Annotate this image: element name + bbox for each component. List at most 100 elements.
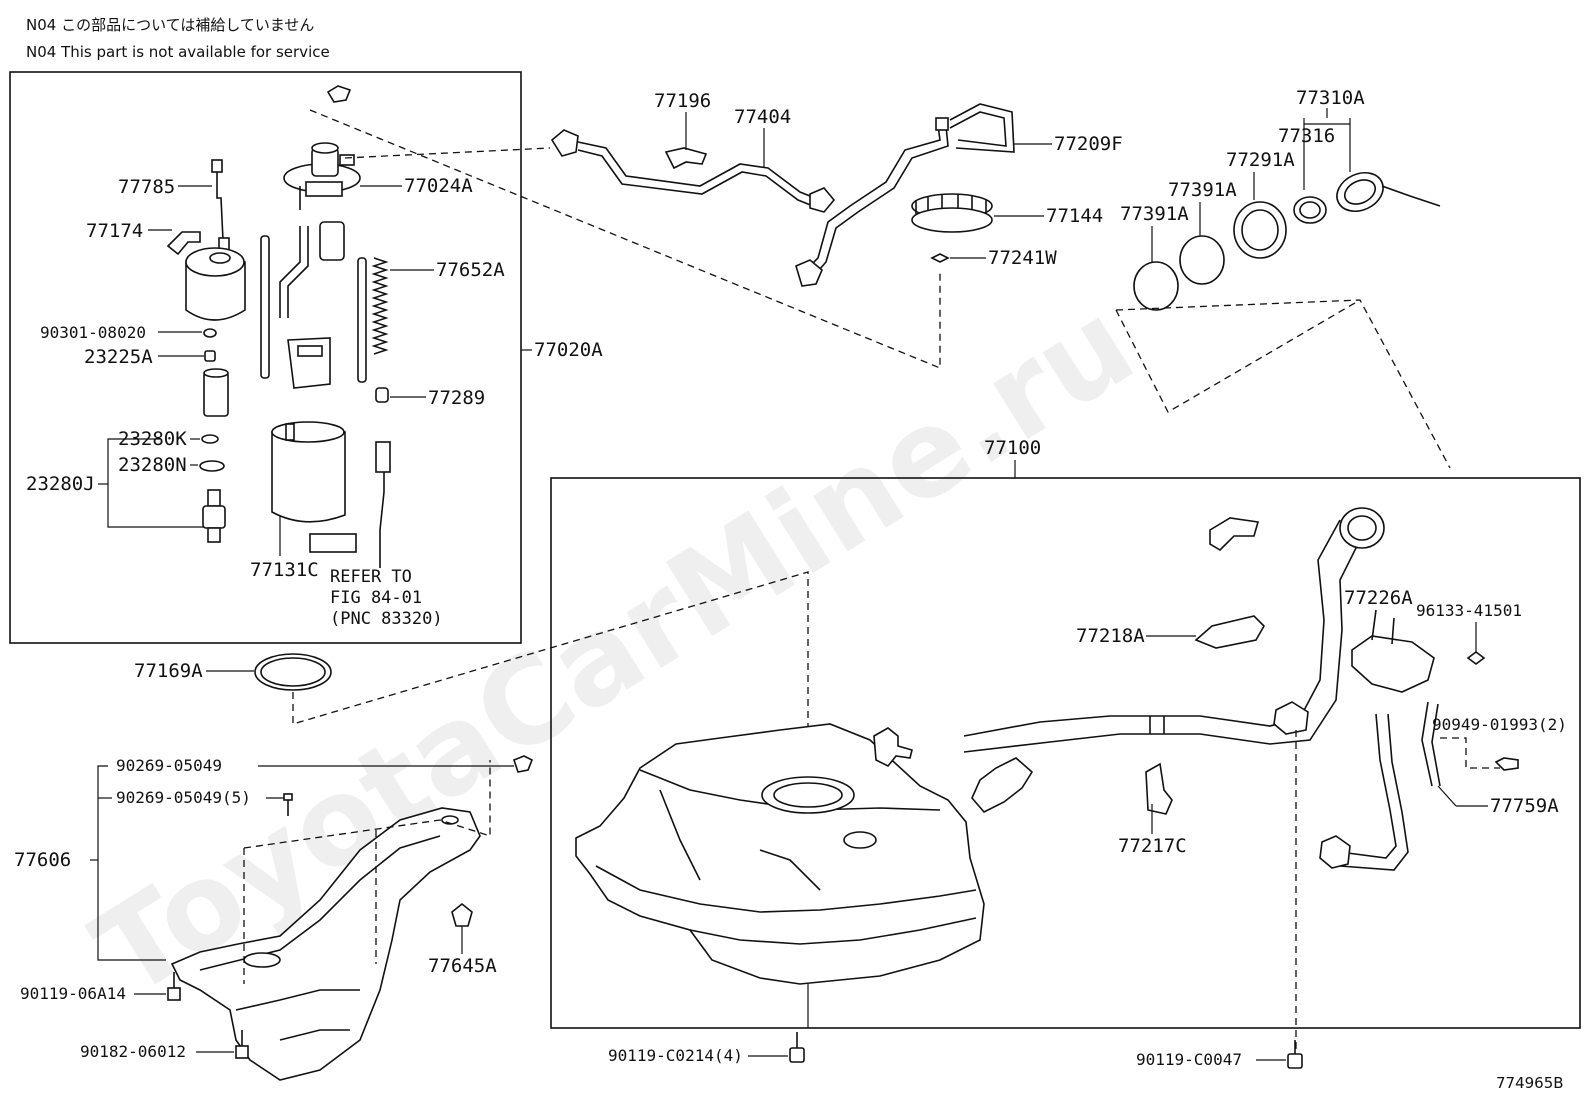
clip-part	[326, 85, 352, 103]
clip-77645A-part	[451, 902, 473, 927]
label-77174[interactable]: 77174	[86, 220, 143, 242]
fuel-pump-part	[203, 368, 229, 417]
label-77020A[interactable]: 77020A	[534, 339, 603, 361]
bracket-77217C-part	[1145, 762, 1173, 815]
bracket-part	[166, 231, 201, 256]
label-90269-05049-5[interactable]: 90269-05049(5)	[116, 788, 251, 807]
label-90269-05049[interactable]: 90269-05049	[116, 756, 222, 775]
screw-90269-part	[513, 755, 534, 773]
fuel-cap-part	[1336, 171, 1441, 213]
o-ring-large-part	[199, 460, 225, 472]
label-77144[interactable]: 77144	[1046, 205, 1103, 227]
sensor-wire-part	[211, 159, 230, 251]
nut-90182-part	[235, 1030, 249, 1059]
label-77217C[interactable]: 77217C	[1118, 835, 1187, 857]
watermark: ToyotaCarMine.ru	[72, 274, 1158, 1024]
bolt-90119-C0214-part	[789, 1032, 805, 1063]
cushion-part	[375, 387, 389, 403]
screw-90269-5-part	[283, 793, 293, 816]
label-96133-41501[interactable]: 96133-41501	[1416, 601, 1522, 620]
label-23225A[interactable]: 23225A	[84, 346, 153, 368]
flange-to-hose-dashline	[344, 147, 551, 159]
o-ring-part	[203, 328, 217, 338]
figure-code: 774965B	[1496, 1074, 1564, 1092]
label-77291A[interactable]: 77291A	[1226, 149, 1295, 171]
filter-cap-part	[204, 350, 216, 362]
reference-line-3: (PNC 83320)	[330, 609, 443, 629]
label-77404[interactable]: 77404	[734, 106, 791, 128]
pump-flange-part	[283, 142, 361, 210]
tank-protector-part	[170, 807, 481, 1081]
label-90119-06A14[interactable]: 90119-06A14	[20, 984, 126, 1003]
spring-part	[371, 257, 389, 355]
label-77169A[interactable]: 77169A	[134, 660, 203, 682]
jet-pump-part	[319, 221, 345, 261]
label-77226A[interactable]: 77226A	[1344, 587, 1413, 609]
seal-ring-lower-part	[1133, 261, 1179, 311]
label-90301-08020[interactable]: 90301-08020	[40, 323, 146, 342]
filler-neck-part	[1233, 201, 1287, 259]
label-77391A-upper[interactable]: 77391A	[1168, 179, 1237, 201]
pump-to-tank-dashline	[309, 109, 941, 369]
label-90119-C0214[interactable]: 90119-C0214(4)	[608, 1046, 743, 1065]
fuel-tank-box	[550, 477, 1581, 1029]
rod-part	[260, 235, 270, 379]
note-japanese: N04 この部品については補給していません	[26, 16, 314, 34]
reference-line-1: REFER TO	[330, 567, 412, 587]
label-77785[interactable]: 77785	[118, 176, 175, 198]
label-77606[interactable]: 77606	[14, 849, 71, 871]
vent-valve-part	[873, 727, 913, 768]
label-23280K[interactable]: 23280K	[118, 428, 187, 450]
retainer-ring-part	[911, 193, 993, 233]
sub-tank-part	[271, 421, 346, 523]
label-77196[interactable]: 77196	[654, 90, 711, 112]
label-77645A[interactable]: 77645A	[428, 955, 497, 977]
label-77759A[interactable]: 77759A	[1490, 795, 1559, 817]
reference-line-2: FIG 84-01	[330, 588, 422, 608]
gasket-clip-part	[930, 253, 950, 263]
seal-ring-upper-part	[1179, 235, 1225, 285]
label-77310A[interactable]: 77310A	[1296, 87, 1365, 109]
pump-assembly-box	[9, 71, 522, 644]
protector-part	[1194, 615, 1265, 649]
clip-96133-part	[1466, 651, 1486, 665]
label-77391A-lower[interactable]: 77391A	[1120, 203, 1189, 225]
bolt-90119-C0047-part	[1287, 1040, 1303, 1069]
protector-dashline	[243, 760, 491, 984]
fuel-filter-part	[185, 247, 246, 321]
label-77131C[interactable]: 77131C	[250, 559, 319, 581]
check-valve-part	[971, 757, 1034, 813]
pipe-clip-part	[1209, 517, 1260, 552]
note-english: N04 This part is not available for servi…	[26, 43, 330, 61]
fuel-hose-77404-part	[550, 129, 836, 213]
bolt-90119-06A14-part	[167, 972, 181, 1001]
label-23280N[interactable]: 23280N	[118, 454, 187, 476]
hose-clamp-part	[664, 147, 708, 170]
filler-box-part	[1351, 609, 1435, 693]
cap-to-neck-dashline	[1115, 299, 1451, 469]
label-77100[interactable]: 77100	[984, 437, 1041, 459]
breather-hose-part	[1319, 701, 1441, 871]
clamp-dashline	[1440, 737, 1500, 769]
fuel-sender-part	[309, 441, 391, 568]
label-77316[interactable]: 77316	[1278, 125, 1335, 147]
label-77652A[interactable]: 77652A	[436, 259, 505, 281]
fuel-tank-part	[575, 723, 985, 985]
label-77241W[interactable]: 77241W	[988, 247, 1057, 269]
label-90182-06012[interactable]: 90182-06012	[80, 1042, 186, 1061]
label-90119-C0047[interactable]: 90119-C0047	[1136, 1050, 1242, 1069]
guide-rod-part	[357, 257, 367, 383]
vent-hose-77209F-part	[795, 103, 1015, 287]
label-77024A[interactable]: 77024A	[404, 175, 473, 197]
hose-part	[279, 226, 301, 318]
pressure-regulator-part	[202, 489, 226, 543]
hose-clamp-90949-part	[1494, 757, 1519, 771]
label-77218A[interactable]: 77218A	[1076, 625, 1145, 647]
label-77289[interactable]: 77289	[428, 387, 485, 409]
label-90949-01993[interactable]: 90949-01993(2)	[1432, 715, 1567, 734]
label-77209F[interactable]: 77209F	[1054, 133, 1123, 155]
label-23280J[interactable]: 23280J	[26, 473, 95, 495]
o-ring-small-part	[201, 434, 219, 444]
filler-pipe-part	[963, 507, 1385, 753]
